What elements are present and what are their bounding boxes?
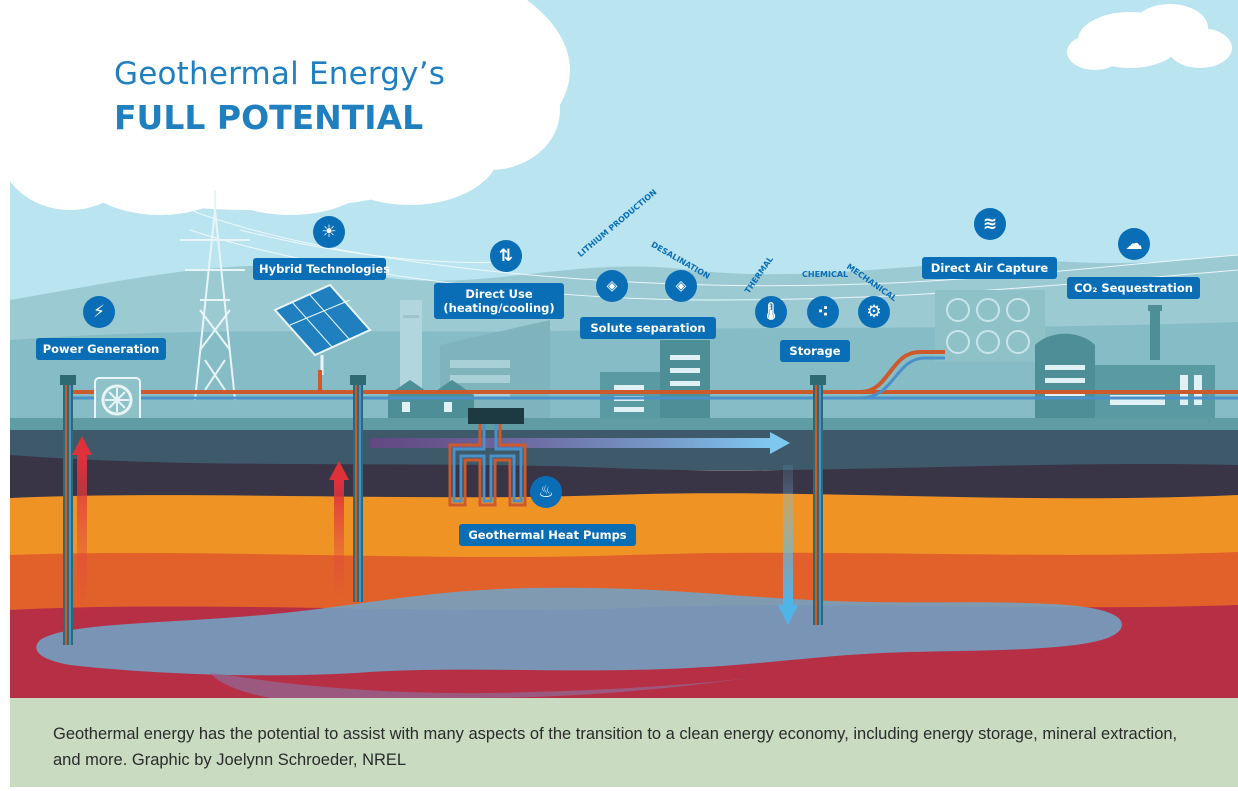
sun-icon: ☀ (313, 216, 345, 248)
infographic-scene (10, 0, 1238, 698)
title-line-1: Geothermal Energy’s (114, 56, 446, 92)
transmission-tower (180, 190, 250, 401)
layer-dark-purple (10, 455, 1238, 510)
thermometer-icon: 🌡 (755, 296, 787, 328)
wind-icon: ≋ (974, 208, 1006, 240)
heat-pump-loop (448, 408, 527, 507)
label-direct-use-line1: Direct Use (465, 287, 533, 301)
ground-surface (10, 418, 1238, 432)
label-direct-use: Direct Use (heating/cooling) (434, 283, 564, 319)
label-chemical: CHEMICAL (802, 270, 849, 279)
rocks-icon: ◈ (665, 270, 697, 302)
label-hybrid-technologies: Hybrid Technologies (253, 258, 390, 280)
rocks-icon: ◈ (596, 270, 628, 302)
solar-panels (273, 283, 372, 375)
small-cloud (1067, 4, 1232, 70)
label-storage: Storage (780, 340, 850, 362)
layer-dark-slate (10, 430, 1238, 470)
geothermal-infographic: Geothermal Energy’s FULL POTENTIAL ⚡ Pow… (10, 0, 1238, 698)
heat-waves-icon: ♨ (530, 476, 562, 508)
label-co2-sequestration: CO₂ Sequestration (1067, 277, 1200, 299)
surface-pipes (70, 350, 1238, 400)
label-geothermal-heat-pumps: Geothermal Heat Pumps (459, 524, 636, 546)
caption-box: Geothermal energy has the potential to a… (10, 698, 1238, 787)
label-direct-air-capture: Direct Air Capture (922, 257, 1057, 279)
title-cloud (10, 0, 570, 215)
label-solute-separation: Solute separation (580, 317, 716, 339)
reservoir (36, 587, 1122, 676)
molecule-icon: ⁖ (807, 296, 839, 328)
flow-arrows (72, 432, 798, 625)
gears-icon: ⚙ (858, 296, 890, 328)
label-power-generation: Power Generation (36, 338, 166, 360)
cloud-icon: ☁ (1118, 228, 1150, 260)
caption-text: Geothermal energy has the potential to a… (53, 725, 1178, 769)
up-down-arrows-icon: ⇅ (490, 240, 522, 272)
wells (60, 375, 826, 645)
generator (94, 377, 141, 424)
title-line-2: FULL POTENTIAL (114, 98, 424, 137)
label-direct-use-line2: (heating/cooling) (443, 301, 555, 315)
lightning-icon: ⚡ (83, 296, 115, 328)
